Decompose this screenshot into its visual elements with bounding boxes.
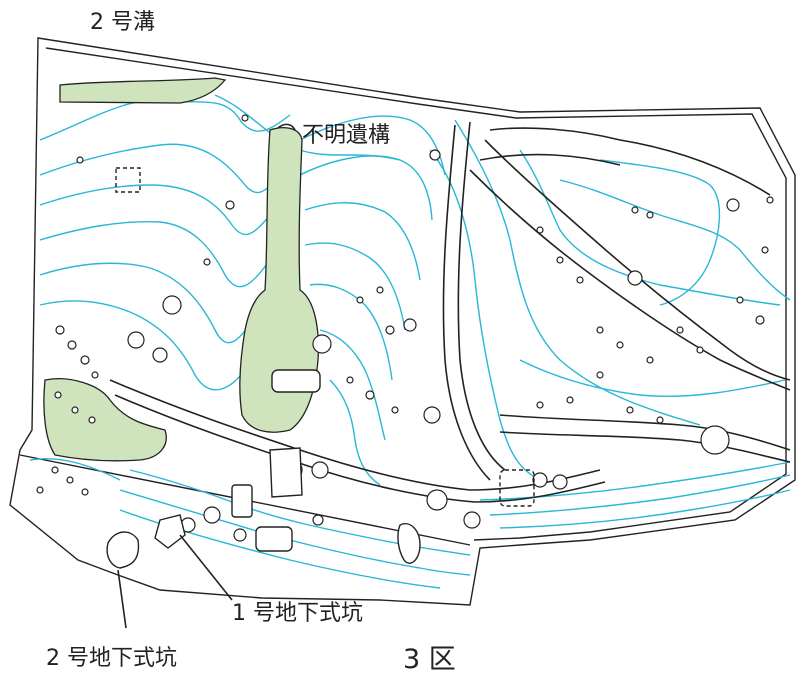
label-ditch-2: 2 号溝 — [90, 10, 155, 35]
shaded-features — [43, 77, 320, 462]
label-area-3: 3 区 — [403, 644, 456, 675]
unknown-feature-shading — [239, 127, 320, 433]
site-boundary — [9, 37, 796, 606]
pit-2-shape — [106, 531, 140, 569]
label-leaders — [117, 123, 296, 629]
dashed-square — [115, 167, 141, 193]
label-pit-2: 2 号地下式坑 — [46, 646, 177, 671]
leader-unknown-feature — [277, 123, 296, 131]
central-trench — [109, 379, 601, 491]
road-ditch-lines — [442, 124, 491, 481]
label-pit-1: 1 号地下式坑 — [232, 601, 363, 626]
leader-pit1 — [179, 534, 233, 601]
ditch-2-shading — [59, 77, 227, 104]
feature-outlines — [109, 121, 791, 503]
large-structures — [106, 167, 535, 569]
pit-1-shape — [154, 514, 186, 549]
postholes — [36, 114, 774, 542]
leader-pit2 — [117, 569, 127, 629]
label-unknown-feature: 不明遺構 — [302, 123, 391, 148]
east-channel — [484, 139, 791, 381]
west-shaded-area — [43, 378, 167, 462]
central-slab — [271, 369, 321, 393]
